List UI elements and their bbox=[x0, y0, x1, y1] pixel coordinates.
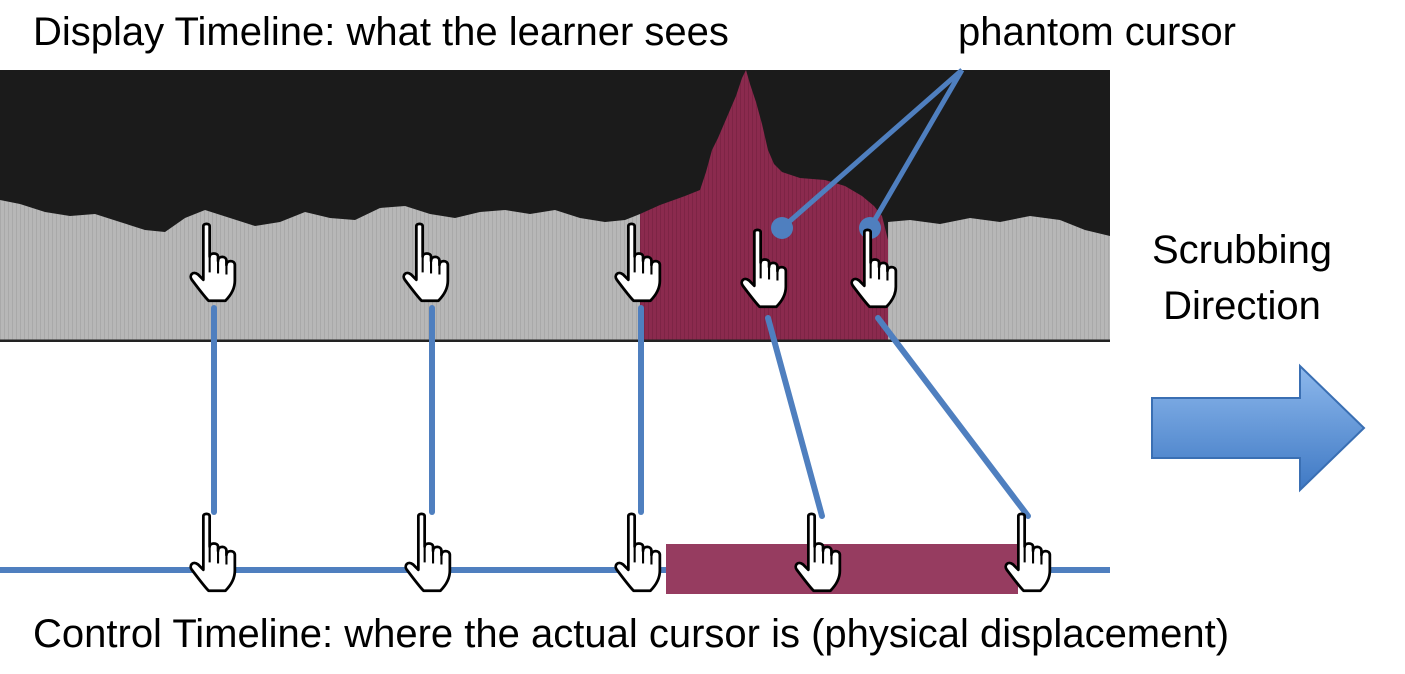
phantom-pointer-line bbox=[867, 68, 965, 230]
highlighted-waveform bbox=[640, 70, 888, 342]
display-timeline-panel bbox=[0, 70, 1110, 342]
control-highlight-bar bbox=[666, 544, 1018, 594]
scrubbing-direction-arrow-icon bbox=[1151, 363, 1366, 493]
phantom-cursor-pointers bbox=[771, 68, 965, 239]
connector-line bbox=[875, 315, 1031, 519]
scrubbing-direction-label: Scrubbing Direction bbox=[1151, 228, 1333, 328]
phantom-cursor-label: phantom cursor bbox=[958, 10, 1236, 54]
hand-pointer-icon bbox=[189, 512, 237, 593]
waveform-tail bbox=[888, 216, 1110, 342]
hand-pointer-icon bbox=[404, 512, 452, 593]
connectors bbox=[211, 305, 1031, 519]
phantom-pointer-dot bbox=[771, 217, 793, 239]
control-timeline-title: Control Timeline: where the actual curso… bbox=[33, 612, 1230, 656]
waveform bbox=[0, 200, 640, 342]
phantom-pointer-line bbox=[780, 68, 964, 230]
connector-line bbox=[765, 315, 825, 519]
display-timeline-title: Display Timeline: what the learner sees bbox=[33, 10, 729, 54]
hand-pointer-icon bbox=[614, 512, 662, 593]
control-timeline bbox=[0, 544, 1110, 594]
